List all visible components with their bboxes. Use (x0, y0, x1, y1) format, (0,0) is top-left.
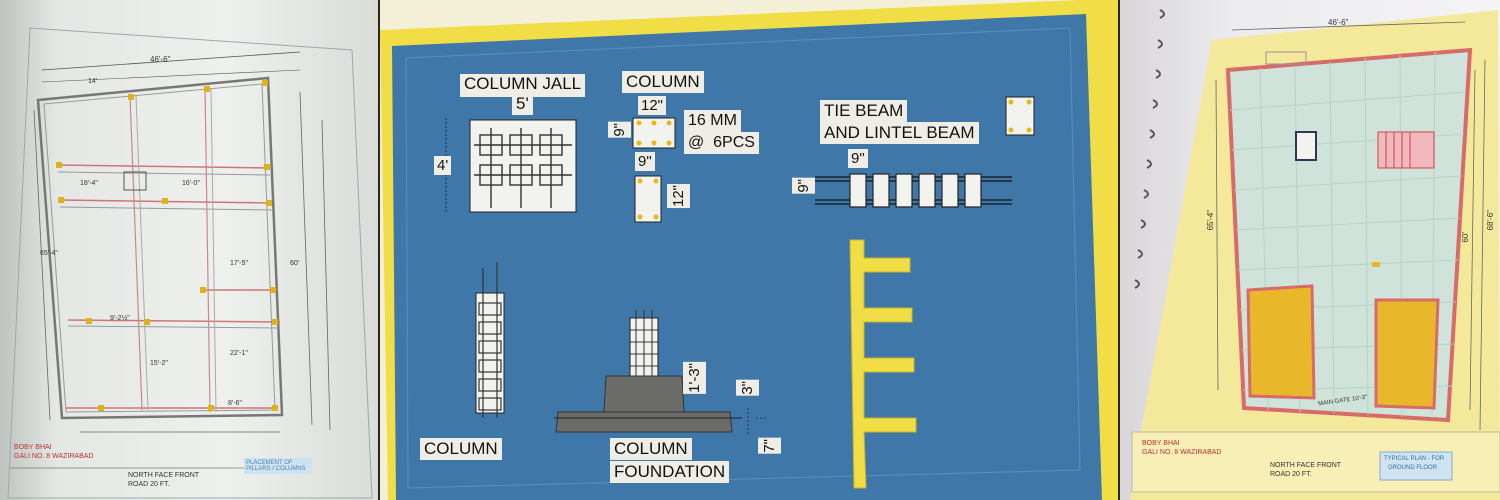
client-address: GALI NO. 8 WAZIRABAD (14, 453, 94, 460)
overall-width-dim: 46'-6" (150, 55, 171, 64)
column-placement-plan-photo: 46'-6" 14' 18'-4" 16'-0" 17'-5" 9'-2½" 8… (0, 0, 378, 500)
dim-label: 16'-0" (182, 180, 200, 187)
title-box-line2: GROUND FLOOR (1388, 465, 1438, 471)
column-bottom-dim: 9" (635, 152, 655, 171)
left-length-dim: 65'-4" (1206, 210, 1215, 231)
foundation-7in-dim: 7" (758, 438, 781, 454)
dim-label: 8'-6" (228, 400, 242, 407)
column-elevation-label: COLUMN (420, 438, 502, 460)
front-note: NORTH FACE FRONT (1270, 462, 1342, 469)
tie-beam-title-line1: TIE BEAM (820, 100, 908, 122)
column-title: COLUMN (622, 71, 704, 93)
column-jall-title: COLUMN JALL (460, 74, 586, 97)
beam-depth-dim: 9" (792, 178, 815, 194)
column-width-dim: 12" (638, 96, 667, 115)
foundation-3in-dim: 3" (736, 380, 759, 396)
title-box-line1: TYPICAL PLAN - FOR (1384, 456, 1445, 462)
overall-width-dim: 46'-6" (1328, 18, 1349, 27)
right-length-dim: 60' (1461, 232, 1470, 243)
beam-width-dim: 9" (848, 149, 868, 168)
dim-label: 17'-5" (230, 260, 248, 267)
foundation-title-line1: COLUMN (610, 438, 692, 460)
road-note: ROAD 20 FT. (128, 481, 170, 488)
right-total-dim: 68'-6" (1486, 210, 1495, 231)
plan-linework (7, 27, 373, 499)
client-name: BOBY BHAI (1142, 440, 1180, 447)
dim-label: 22'-1" (230, 350, 248, 357)
road-note: ROAD 20 FT. (1270, 471, 1312, 478)
foundation-height-dim: 1'-3" (683, 362, 706, 394)
dim-label: 65'-4" (40, 250, 58, 257)
client-name: BOBY BHAI (14, 444, 52, 451)
dim-label: 18'-4" (80, 180, 98, 187)
column-depth-dim: 9" (608, 122, 631, 138)
tie-beam-title-line2: AND LINTEL BEAM (820, 122, 979, 144)
dim-label: 15'-2" (150, 360, 168, 367)
column-jall-width: 5' (512, 94, 533, 115)
bar-count-line1: 16 MM (684, 110, 741, 132)
dim-label: 60' (290, 260, 300, 267)
column-side-dim: 12" (667, 184, 690, 209)
structural-details-photo: COLUMN JALL 5' 4' COLUMN 12" 9" 9" 12" 1… (380, 0, 1118, 500)
foundation-title-line2: FOUNDATION (610, 461, 730, 483)
title-box: PLACEMENT OF PILLARS / COLUMNS (244, 458, 312, 474)
dim-label: 14' (88, 78, 98, 85)
dim-label: 9'-2½" (110, 315, 130, 322)
column-jall-height: 4' (434, 156, 452, 175)
bar-count-line2: @ 6PCS (684, 132, 759, 154)
floor-plan-drawing (1130, 9, 1500, 500)
ground-floor-plan-photo: 46'-6" 65'-4" 60' 68'-6" MAIN GATE 10'-3… (1120, 0, 1500, 500)
client-address: GALI NO. 8 WAZIRABAD (1142, 449, 1222, 456)
front-note: NORTH FACE FRONT (128, 472, 200, 479)
